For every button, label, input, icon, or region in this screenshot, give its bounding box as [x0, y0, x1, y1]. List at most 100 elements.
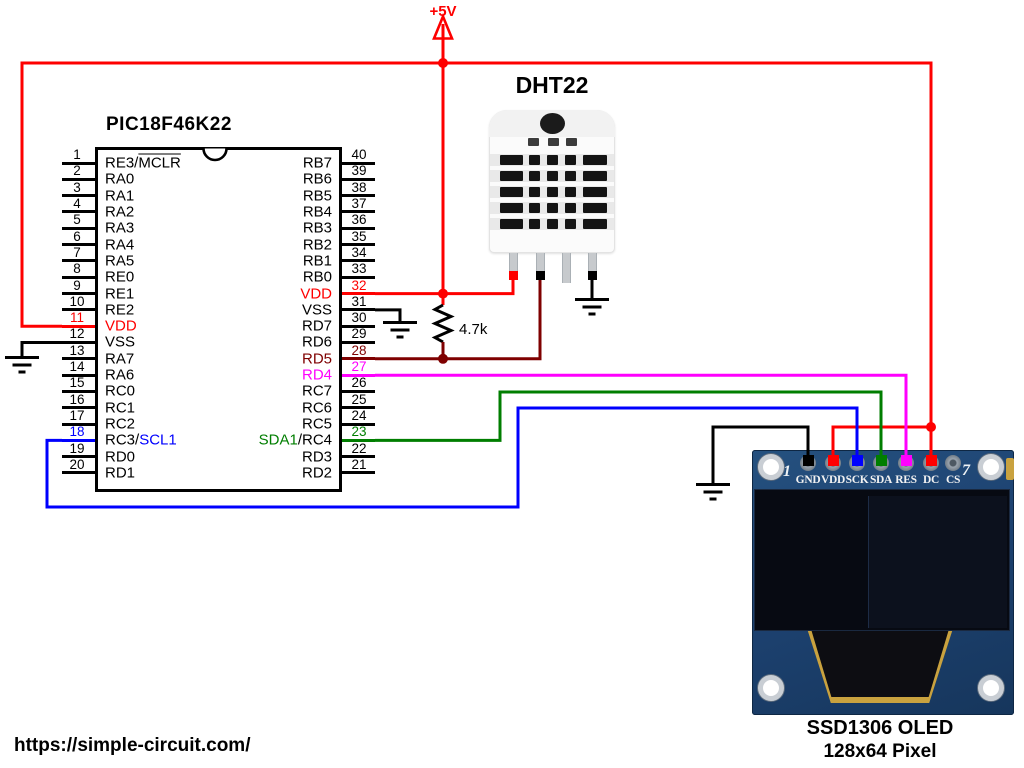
pin-number: 3	[73, 179, 81, 195]
oled-pin-label: CS	[945, 474, 961, 486]
dht22-vent-row	[490, 154, 614, 166]
pin-number: 35	[351, 228, 367, 244]
pin-number: 10	[69, 293, 85, 309]
oled-pin-pad	[873, 455, 889, 471]
oled-pad-connection-dot	[851, 455, 863, 466]
dht22-vent-row	[490, 202, 614, 214]
ground-symbol	[575, 298, 609, 316]
oled-edge-component	[1006, 458, 1014, 480]
pin-number: 25	[351, 391, 367, 407]
oled-pad-connection-dot	[875, 455, 887, 466]
oled-pin-label: DC	[922, 474, 939, 486]
ic-pin-row: 25 RC6	[97, 391, 375, 415]
oled-pin-cell: VDD	[820, 455, 846, 486]
pin-number: 30	[351, 310, 367, 326]
pin-number: 6	[73, 228, 81, 244]
ic-pin-row: 24 RC5	[97, 408, 375, 432]
pin-number: 19	[69, 440, 85, 456]
oled-pin-cell: SCK	[844, 455, 870, 486]
pin-number: 29	[351, 326, 367, 342]
dht22-title: DHT22	[515, 72, 589, 98]
pin-number: 20	[69, 456, 85, 472]
pin-number: 28	[351, 342, 367, 358]
pin-number: 38	[351, 179, 367, 195]
pin-number: 39	[351, 163, 367, 179]
oled-pad-connection-dot	[827, 455, 839, 466]
pin-number: 21	[351, 456, 367, 472]
pin-number: 23	[351, 424, 367, 440]
pin-number: 34	[351, 244, 367, 260]
pin-number: 9	[73, 277, 81, 293]
pin-number: 11	[69, 310, 84, 326]
oled-pin-pad	[825, 455, 841, 471]
pin-number: 4	[73, 195, 81, 211]
dht22-pin3	[561, 253, 571, 283]
pin-label: RD2	[302, 465, 332, 480]
ground-symbol	[696, 483, 730, 501]
oled-mounting-hole	[758, 454, 784, 480]
oled-mounting-hole	[758, 675, 784, 701]
pin-number: 15	[69, 375, 85, 391]
oled-screen-reflection	[868, 496, 1007, 628]
ic-pin-row: 39 RB6	[97, 163, 375, 187]
ic-pin-row: 40 RB7	[97, 147, 375, 171]
pin-number: 27	[351, 359, 367, 375]
ic-pin-row: 32 VDD	[97, 277, 375, 301]
ic-pin-row: 38 RB5	[97, 179, 375, 203]
oled-pad-connection-dot	[925, 455, 937, 466]
ic-pin-row: 33 RB0	[97, 261, 375, 285]
dht22-screw-hole	[540, 113, 565, 134]
oled-pin-pad	[923, 455, 939, 471]
oled-pin-cell: RES	[893, 455, 919, 486]
ic-pin-row: 26 RC7	[97, 375, 375, 399]
pin-number: 18	[69, 424, 85, 440]
oled-mounting-hole	[978, 454, 1004, 480]
pin-number: 17	[69, 408, 85, 423]
oled-pin-pad	[849, 455, 865, 471]
pin-number: 7	[73, 244, 81, 260]
dht-data-net-wire	[375, 280, 542, 361]
oled-caption-line2: 128x64 Pixel	[823, 741, 937, 762]
pin-number: 2	[73, 163, 81, 179]
pullup-resistor	[431, 303, 455, 359]
ic-pin-row: 35 RB2	[97, 228, 375, 252]
dht22-vent-row	[490, 186, 614, 198]
dht22-pin4-tip	[587, 271, 597, 280]
pin-label-pre: RD2	[301, 464, 332, 482]
oled-pin-cell: GND	[795, 455, 821, 486]
website-url[interactable]: https://simple-circuit.com/	[14, 735, 251, 756]
oled-pin-pad	[898, 455, 914, 471]
pin-number: 8	[73, 261, 81, 277]
oled-pad-connection-dot	[948, 455, 959, 466]
pin-number: 22	[351, 440, 367, 456]
oled-pin-label: SDA	[869, 474, 893, 486]
oled-pin-label: SCK	[845, 474, 869, 486]
dht22-vent-row	[490, 170, 614, 182]
oled-pin1-marker: 1	[783, 463, 791, 480]
pin-number: 37	[351, 195, 367, 211]
oled-pin-pad	[945, 455, 961, 471]
dht22-vent-row	[490, 218, 614, 230]
dht22-pin4	[587, 253, 597, 272]
dht22-pin1	[508, 253, 518, 272]
pin-number: 32	[351, 277, 367, 293]
res-net-wire	[375, 373, 908, 461]
pin-number: 36	[351, 212, 367, 228]
ic-pin-row: 28 RD5	[97, 342, 375, 366]
power-5v-label: +5V	[429, 3, 457, 20]
pin-number: 24	[351, 408, 367, 423]
ic-pin-row: 37 RB4	[97, 195, 375, 219]
pin-number: 40	[351, 147, 367, 162]
oled-screen	[754, 489, 1010, 631]
oled-pad-connection-dot	[802, 455, 814, 466]
pin-number: 5	[73, 212, 81, 228]
dht22-vent-slot	[566, 138, 577, 146]
oled-flex-cable	[811, 631, 949, 697]
pin-number: 12	[69, 326, 85, 342]
ic-title: PIC18F46K22	[106, 114, 232, 135]
dht22-pin2	[535, 253, 545, 272]
pin-number: 13	[69, 342, 85, 358]
pin-stub	[62, 471, 95, 475]
dht22-vent-slot	[528, 138, 539, 146]
oled-pin-cell: SDA	[868, 455, 894, 486]
